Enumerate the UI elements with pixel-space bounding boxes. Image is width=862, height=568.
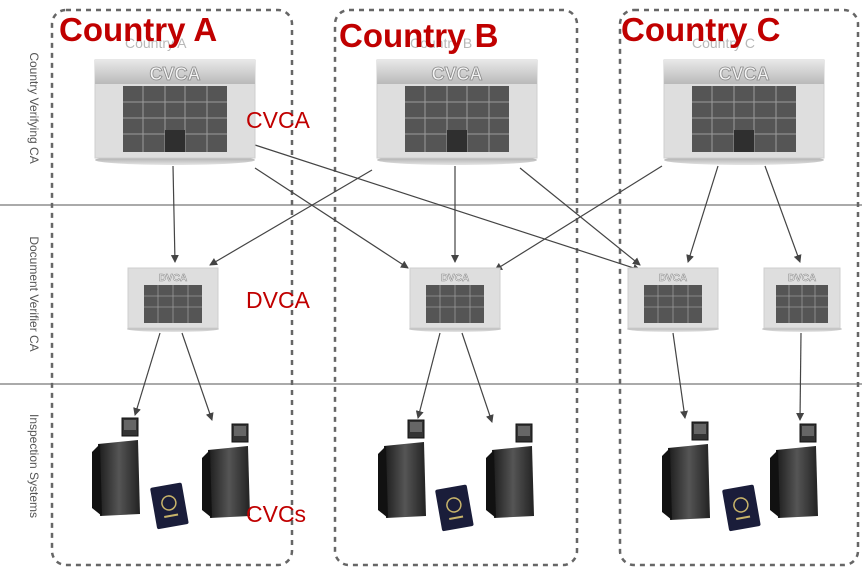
country-c-box (618, 8, 860, 567)
annotation-cvcs: CVCs (246, 501, 306, 527)
annotations: CVCA DVCA CVCs (246, 107, 311, 527)
passport-icon (150, 482, 189, 530)
row-label-cvca: Country Verifying CA (27, 52, 41, 163)
country-b-box (333, 8, 579, 567)
cvca-building-a: CVCA (94, 59, 256, 165)
country-title-a: Country A (59, 11, 217, 48)
faint-titles: Country A Country B Country C (125, 35, 755, 51)
arrow-dvca-c2-to-is (796, 332, 805, 421)
cvca-building-c: CVCA (663, 59, 825, 165)
cvca-sign: CVCA (431, 64, 482, 84)
arrow-cvca-c-to-dvca-b (494, 165, 663, 271)
country-title-b: Country B (339, 17, 499, 54)
cvca-sign: CVCA (149, 64, 200, 84)
faint-title-b: Country B (410, 35, 472, 51)
arrows (133, 144, 805, 423)
arrow-cvca-b-to-dvca-a (209, 169, 373, 266)
inspection-systems (92, 417, 818, 520)
arrow-cvca-c-to-dvca-c2 (764, 165, 802, 263)
cvca-buildings: CVCA CVCA CVCA (94, 59, 825, 165)
annotation-dvca: DVCA (246, 287, 311, 313)
arrow-dvca-b-to-is (415, 332, 441, 419)
dvca-building-b: DVCA (409, 267, 501, 332)
passport-icon (435, 484, 474, 532)
dvca-building-a: DVCA (127, 267, 219, 332)
arrow-dvca-c1-to-is (672, 332, 688, 419)
passports (150, 482, 761, 532)
faint-title-c: Country C (692, 35, 755, 51)
inspection-terminal-icon (202, 423, 250, 518)
country-titles: Country A Country B Country C (59, 11, 781, 54)
inspection-terminal-icon (770, 423, 818, 518)
country-title-c: Country C (621, 11, 781, 48)
arrow-cvca-a-to-dvca-b (254, 167, 409, 269)
dvca-building-c1: DVCA (627, 267, 719, 332)
cvca-sign: CVCA (718, 64, 769, 84)
dvca-sign: DVCA (788, 273, 816, 284)
row-label-is: Inspection Systems (27, 414, 41, 518)
arrow-cvca-c-to-dvca-c1 (686, 165, 719, 263)
dvca-sign: DVCA (659, 273, 687, 284)
arrow-cvca-a-to-dvca-a (170, 165, 179, 263)
inspection-terminal-icon (486, 423, 534, 518)
arrow-dvca-b-to-is (461, 332, 494, 423)
row-label-dvca: Document Verifier CA (27, 236, 41, 351)
dvca-sign: DVCA (441, 273, 469, 284)
faint-title-a: Country A (125, 35, 187, 51)
country-a-box (50, 8, 294, 567)
dvca-buildings: DVCA DVCA DVCA DVCA (127, 267, 842, 332)
passport-icon (722, 484, 761, 532)
arrow-cvca-a-to-dvca-c1 (254, 144, 641, 272)
cvca-building-b: CVCA (376, 59, 538, 165)
inspection-terminal-icon (662, 421, 710, 520)
dvca-building-c2: DVCA (762, 267, 842, 332)
inspection-terminal-icon (378, 419, 426, 518)
inspection-terminal-icon (92, 417, 140, 516)
annotation-cvca: CVCA (246, 107, 311, 133)
country-boxes (50, 8, 860, 567)
arrow-dvca-a-to-is (181, 332, 214, 421)
row-dividers (0, 204, 862, 385)
arrow-dvca-a-to-is (133, 332, 161, 416)
dvca-sign: DVCA (159, 273, 187, 284)
row-labels: Country Verifying CA Document Verifier C… (27, 52, 41, 518)
